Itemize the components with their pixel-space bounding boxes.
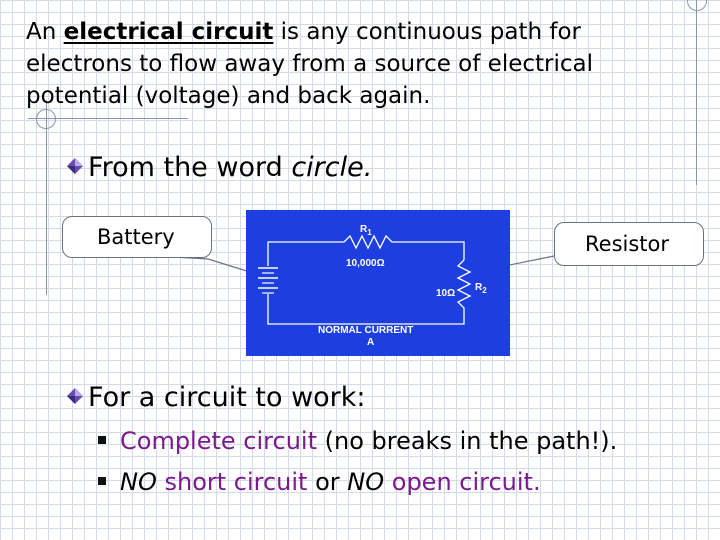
bullet1-text: From the word — [88, 152, 292, 183]
subitem1-highlight: Complete circuit — [120, 427, 317, 455]
template-line-right — [696, 0, 697, 185]
subitem2-mid: short circuit — [156, 468, 316, 496]
diamond-bullet-icon — [67, 157, 83, 174]
template-circle-left — [36, 109, 56, 129]
r1-value: 10,000Ω — [346, 258, 385, 269]
circuit-schematic: R1 10,000Ω 10Ω R2 NORMAL CURRENT A — [258, 224, 487, 348]
battery-callout-label: Battery — [97, 225, 175, 249]
bullet1-italic: circle. — [291, 152, 373, 183]
diamond-bullet-icon — [67, 387, 83, 404]
square-bullet-icon — [98, 436, 106, 444]
r2-value: 10Ω — [436, 288, 455, 299]
intro-prefix: An — [26, 19, 64, 45]
intro-rest: is any continuous path for electrons to … — [26, 19, 593, 109]
subitem2-end: open circuit. — [384, 468, 541, 496]
battery-callout: Battery — [62, 216, 212, 258]
subitem-no-short-open: NO short circuit or NO open circuit. — [98, 467, 541, 497]
circuit-caption: NORMAL CURRENT — [318, 325, 413, 336]
subitem1-rest: (no breaks in the path!). — [316, 427, 618, 455]
bullet2-text: For a circuit to work: — [88, 382, 366, 413]
subitem2-no1: NO — [120, 468, 157, 496]
bullet-from-circle: From the word circle. — [66, 150, 372, 186]
r1-label: R1 — [360, 224, 372, 237]
subitem2-no2: NO — [347, 468, 385, 496]
square-bullet-icon — [98, 477, 106, 485]
resistor-callout: Resistor — [554, 222, 704, 266]
bullet-circuit-work: For a circuit to work: — [66, 380, 366, 416]
intro-paragraph: An electrical circuit is any continuous … — [26, 16, 666, 112]
circuit-diagram: R1 10,000Ω 10Ω R2 NORMAL CURRENT A — [246, 210, 510, 356]
subitem-complete-circuit: Complete circuit (no breaks in the path!… — [98, 426, 617, 456]
resistor-callout-label: Resistor — [585, 232, 669, 256]
r2-label: R2 — [475, 282, 487, 295]
circuit-caption-sub: A — [367, 337, 374, 348]
subitem2-or: or — [315, 468, 348, 496]
template-line-horizontal — [28, 118, 188, 119]
intro-term: electrical circuit — [63, 19, 274, 45]
template-line-vertical — [46, 100, 47, 295]
